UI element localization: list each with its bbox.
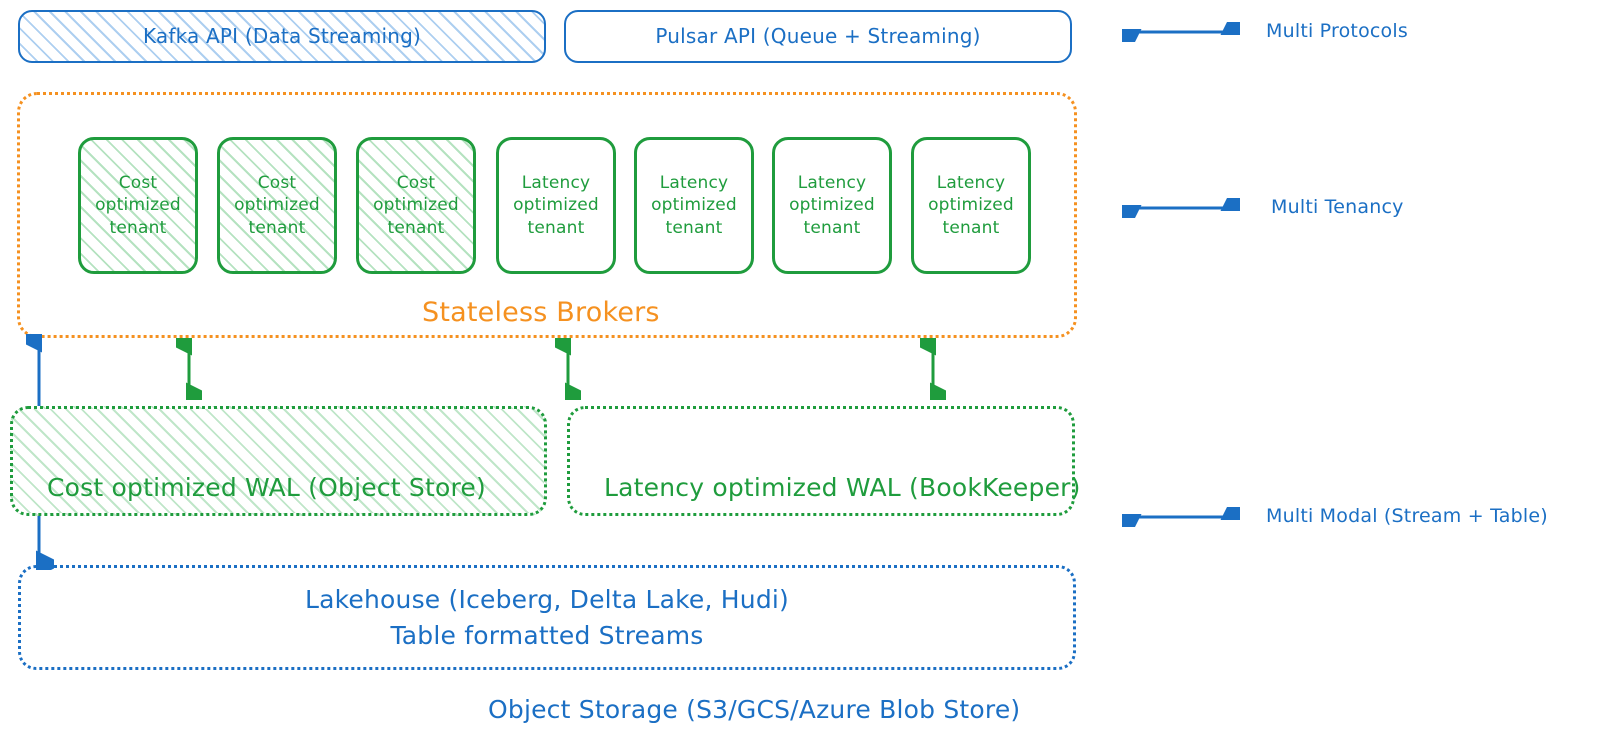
lakehouse-box[interactable]: Lakehouse (Iceberg, Delta Lake, Hudi) Ta… — [18, 565, 1076, 670]
wal-box-cost-optimized[interactable]: Cost optimized WAL (Object Store) — [10, 406, 547, 516]
tenant-label: Latency optimized tenant — [928, 172, 1014, 238]
annotation-multi-tenancy: Multi Tenancy — [1271, 196, 1404, 218]
object-storage-label: Object Storage (S3/GCS/Azure Blob Store) — [488, 695, 1021, 724]
annotation-multi-modal: Multi Modal (Stream + Table) — [1266, 505, 1548, 527]
connector-broker-to-cost-wal — [176, 338, 202, 400]
wal-box-latency-optimized-label: Latency optimized WAL (BookKeeper) — [604, 472, 1081, 502]
tenant-label: Latency optimized tenant — [513, 172, 599, 238]
api-box-pulsar[interactable]: Pulsar API (Queue + Streaming) — [564, 10, 1072, 63]
api-box-pulsar-label: Pulsar API (Queue + Streaming) — [655, 24, 981, 48]
tenant-label: Latency optimized tenant — [789, 172, 875, 238]
connector-broker-to-latency-wal-1 — [555, 338, 581, 400]
lakehouse-title: Lakehouse (Iceberg, Delta Lake, Hudi) — [304, 585, 790, 615]
tenant-latency-optimized-1[interactable]: Latency optimized tenant — [496, 137, 616, 274]
table-formatted-streams-label: Table formatted Streams — [390, 620, 704, 650]
tenant-cost-optimized-3[interactable]: Cost optimized tenant — [356, 137, 476, 274]
wal-box-cost-optimized-label: Cost optimized WAL (Object Store) — [47, 472, 486, 502]
tenant-cost-optimized-2[interactable]: Cost optimized tenant — [217, 137, 337, 274]
tenant-label: Cost optimized tenant — [234, 172, 320, 238]
tenant-label: Latency optimized tenant — [651, 172, 737, 238]
double-arrow-icon — [1122, 198, 1240, 218]
double-arrow-icon — [1122, 22, 1240, 42]
tenant-latency-optimized-3[interactable]: Latency optimized tenant — [772, 137, 892, 274]
stateless-brokers-container — [17, 92, 1077, 338]
tenant-label: Cost optimized tenant — [373, 172, 459, 238]
wal-box-latency-optimized[interactable]: Latency optimized WAL (BookKeeper) — [567, 406, 1080, 516]
tenant-latency-optimized-4[interactable]: Latency optimized tenant — [911, 137, 1031, 274]
tenant-label: Cost optimized tenant — [95, 172, 181, 238]
stateless-brokers-title: Stateless Brokers — [422, 297, 660, 328]
connector-broker-to-latency-wal-2 — [920, 338, 946, 400]
api-box-kafka-label: Kafka API (Data Streaming) — [142, 24, 422, 48]
api-box-kafka[interactable]: Kafka API (Data Streaming) — [18, 10, 546, 63]
annotation-multi-protocols: Multi Protocols — [1266, 20, 1408, 42]
tenant-latency-optimized-2[interactable]: Latency optimized tenant — [634, 137, 754, 274]
tenant-cost-optimized-1[interactable]: Cost optimized tenant — [78, 137, 198, 274]
double-arrow-icon — [1122, 507, 1240, 527]
